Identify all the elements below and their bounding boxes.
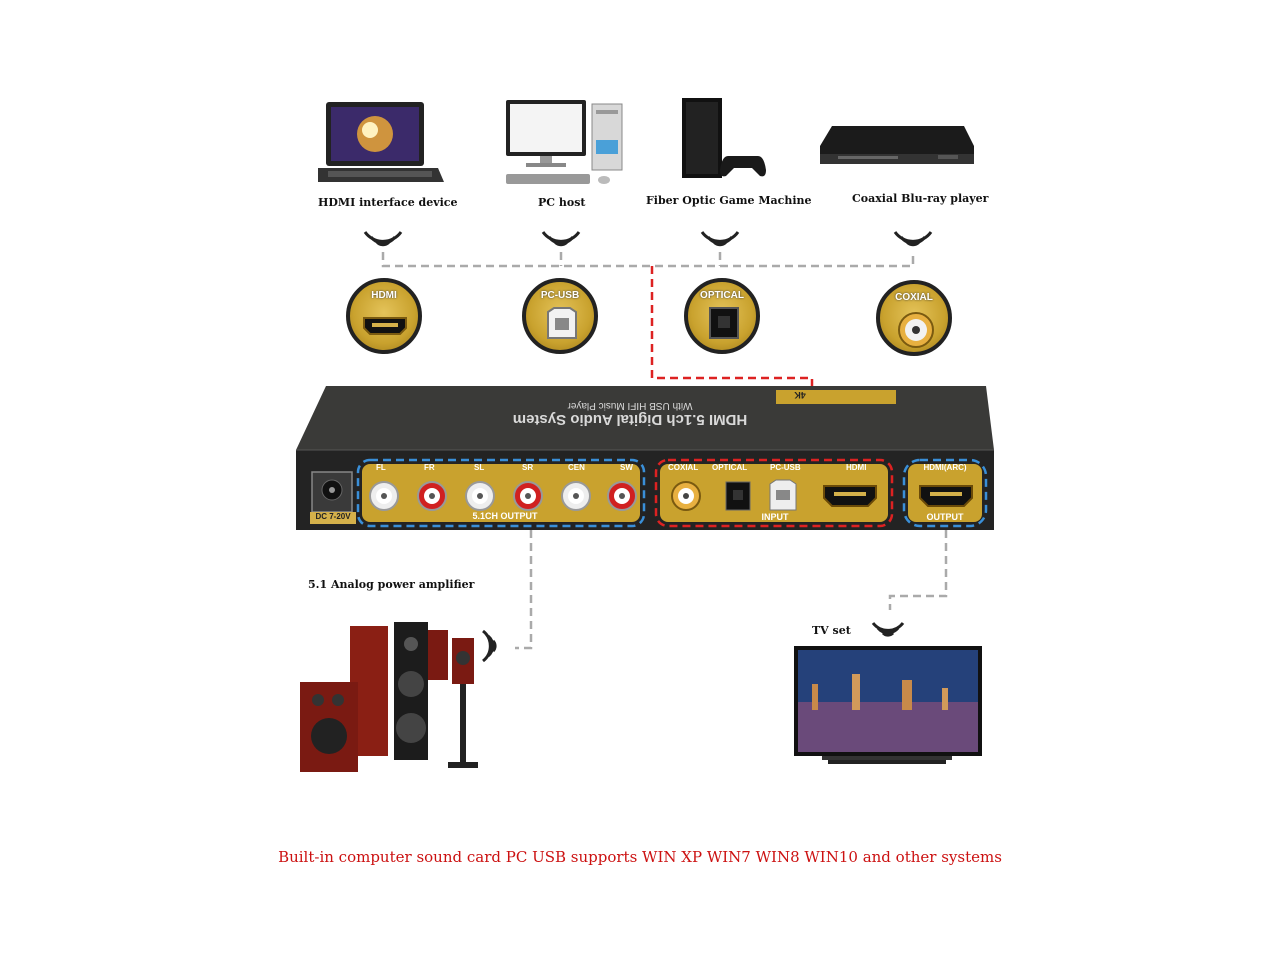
channel-label-sw: SW: [620, 463, 633, 472]
tv-icon: [794, 646, 982, 764]
port-zoom-coaxial: COXIAL: [876, 280, 952, 356]
footer-note: Built-in computer sound card PC USB supp…: [278, 848, 1002, 866]
laptop-icon: [316, 98, 446, 190]
arc-port-label: HDMI(ARC): [923, 463, 967, 472]
hdmi-port-icon: [363, 317, 407, 335]
arc-group-label: OUTPUT: [926, 512, 964, 522]
input-port-labels: COXIAL OPTICAL PC-USB HDMI: [660, 463, 890, 475]
port-zoom-optical: OPTICAL: [684, 278, 760, 354]
port-zoom-pcusb: PC-USB: [522, 278, 598, 354]
device-title: HDMI 5.1ch Digital Audio System: [512, 411, 748, 428]
rca-jack-sw: [607, 481, 637, 511]
bluray-player-icon: [818, 124, 976, 176]
channel-label-fr: FR: [424, 463, 435, 472]
input-usb-jack: [769, 479, 797, 511]
output-channel-labels: FL FR SL SR CEN SW: [362, 463, 640, 475]
output-hdmi-arc-jack: [919, 485, 973, 507]
output-group-label: 5.1CH OUTPUT: [472, 511, 538, 521]
input-label-coaxial: COXIAL: [668, 463, 699, 472]
input-hdmi-jack: [823, 485, 877, 507]
port-zoom-hdmi: HDMI: [346, 278, 422, 354]
rca-jack-fr: [417, 481, 447, 511]
rca-coaxial-port-icon: [898, 312, 934, 348]
audio-decoder-device: [296, 386, 994, 530]
input-label-optical: OPTICAL: [712, 463, 748, 472]
amplifier-label: 5.1 Analog power amplifier: [308, 578, 475, 591]
game-console-icon: [680, 96, 770, 186]
usb-b-port-icon: [547, 307, 577, 339]
tv-signal-icon: [871, 622, 905, 637]
signal-icon: [541, 231, 581, 247]
input-label-hdmi: HDMI: [846, 463, 867, 472]
rca-jack-sl: [465, 481, 495, 511]
input-coaxial-jack: [671, 481, 701, 511]
input-group-label: INPUT: [761, 512, 789, 522]
source-label-bluray: Coaxial Blu-ray player: [852, 192, 989, 205]
signal-icon: [893, 231, 933, 247]
source-label-hdmi-device: HDMI interface device: [318, 196, 458, 209]
input-optical-jack: [725, 481, 751, 511]
rca-jack-cen: [561, 481, 591, 511]
signal-icon: [363, 231, 403, 247]
rca-jack-fl: [369, 481, 399, 511]
input-label-pcusb: PC-USB: [770, 463, 801, 472]
channel-label-sr: SR: [522, 463, 534, 472]
power-jack-label: DC 7-20V: [315, 512, 351, 521]
source-label-pc-host: PC host: [538, 196, 586, 209]
source-label-game-machine: Fiber Optic Game Machine: [646, 194, 812, 207]
signal-icon: [700, 231, 740, 247]
optical-port-icon: [709, 307, 739, 339]
channel-label-cen: CEN: [568, 463, 585, 472]
channel-label-fl: FL: [376, 463, 386, 472]
device-subtitle: With USB HIFI Music Player: [567, 400, 693, 411]
rca-jack-sr: [513, 481, 543, 511]
port-label-pcusb: PC-USB: [540, 290, 580, 301]
signal-icons: [363, 231, 933, 247]
desktop-pc-icon: [500, 96, 630, 188]
device-badge: 4K: [794, 390, 806, 400]
port-label-optical: OPTICAL: [700, 290, 744, 301]
port-label-coaxial: COXIAL: [895, 292, 933, 303]
port-label-hdmi: HDMI: [371, 290, 397, 301]
device-top-text: HDMI 5.1ch Digital Audio System With USB…: [410, 398, 850, 428]
tv-label: TV set: [812, 624, 851, 637]
channel-label-sl: SL: [474, 463, 485, 472]
speaker-system-icon: [300, 622, 497, 772]
